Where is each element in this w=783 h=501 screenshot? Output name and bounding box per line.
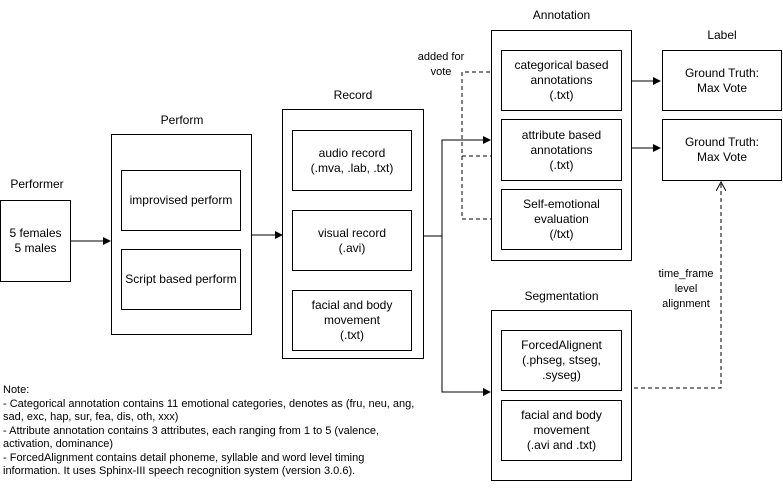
perform-improvised: improvised perform [121, 170, 241, 231]
arrow-record-segmentation [441, 236, 491, 396]
perform-script: Script based perform [121, 249, 241, 310]
perform-title: Perform [160, 113, 204, 127]
footnote-line: - Attribute annotation contains 3 attrib… [3, 424, 380, 451]
vote-edge-label: added for vote [417, 51, 465, 78]
performer-title: Performer [10, 177, 64, 191]
label-ground-truth-1: Ground Truth: Max Vote [662, 50, 782, 111]
dashed-vote-loop [461, 72, 501, 220]
annotation-categorical: categorical based annotations (.txt) [501, 50, 622, 111]
footnote: Note: - Categorical annotation contains … [3, 384, 423, 479]
record-title: Record [333, 88, 373, 102]
segmentation-movement: facial and body movement (.avi and .txt) [501, 400, 622, 461]
footnote-line: - Categorical annotation contains 11 emo… [3, 397, 415, 424]
label-ground-truth-2: Ground Truth: Max Vote [662, 119, 782, 181]
annotation-self-emotional: Self-emotional evaluation (/txt) [501, 189, 622, 250]
annotation-attribute: attribute based annotations (.txt) [501, 119, 622, 181]
segmentation-forced-alignment: ForcedAlignent (.phseg, stseg, .syseg) [501, 330, 622, 391]
performer-box: 5 females 5 males [0, 200, 71, 282]
record-movement: facial and body movement (.txt) [292, 290, 412, 351]
annotation-title: Annotation [532, 8, 591, 22]
record-audio: audio record (.mva, .lab, .txt) [292, 130, 412, 191]
segmentation-title: Segmentation [524, 289, 599, 303]
label-title: Label [707, 28, 737, 42]
footnote-line: - ForcedAlignment contains detail phonem… [3, 451, 365, 478]
record-visual: visual record (.avi) [292, 210, 412, 271]
alignment-edge-label: time_frame level alignment [658, 268, 714, 310]
arrow-record-annotation [441, 136, 491, 236]
footnote-heading: Note: [3, 384, 30, 396]
dashed-alignment [634, 182, 721, 389]
